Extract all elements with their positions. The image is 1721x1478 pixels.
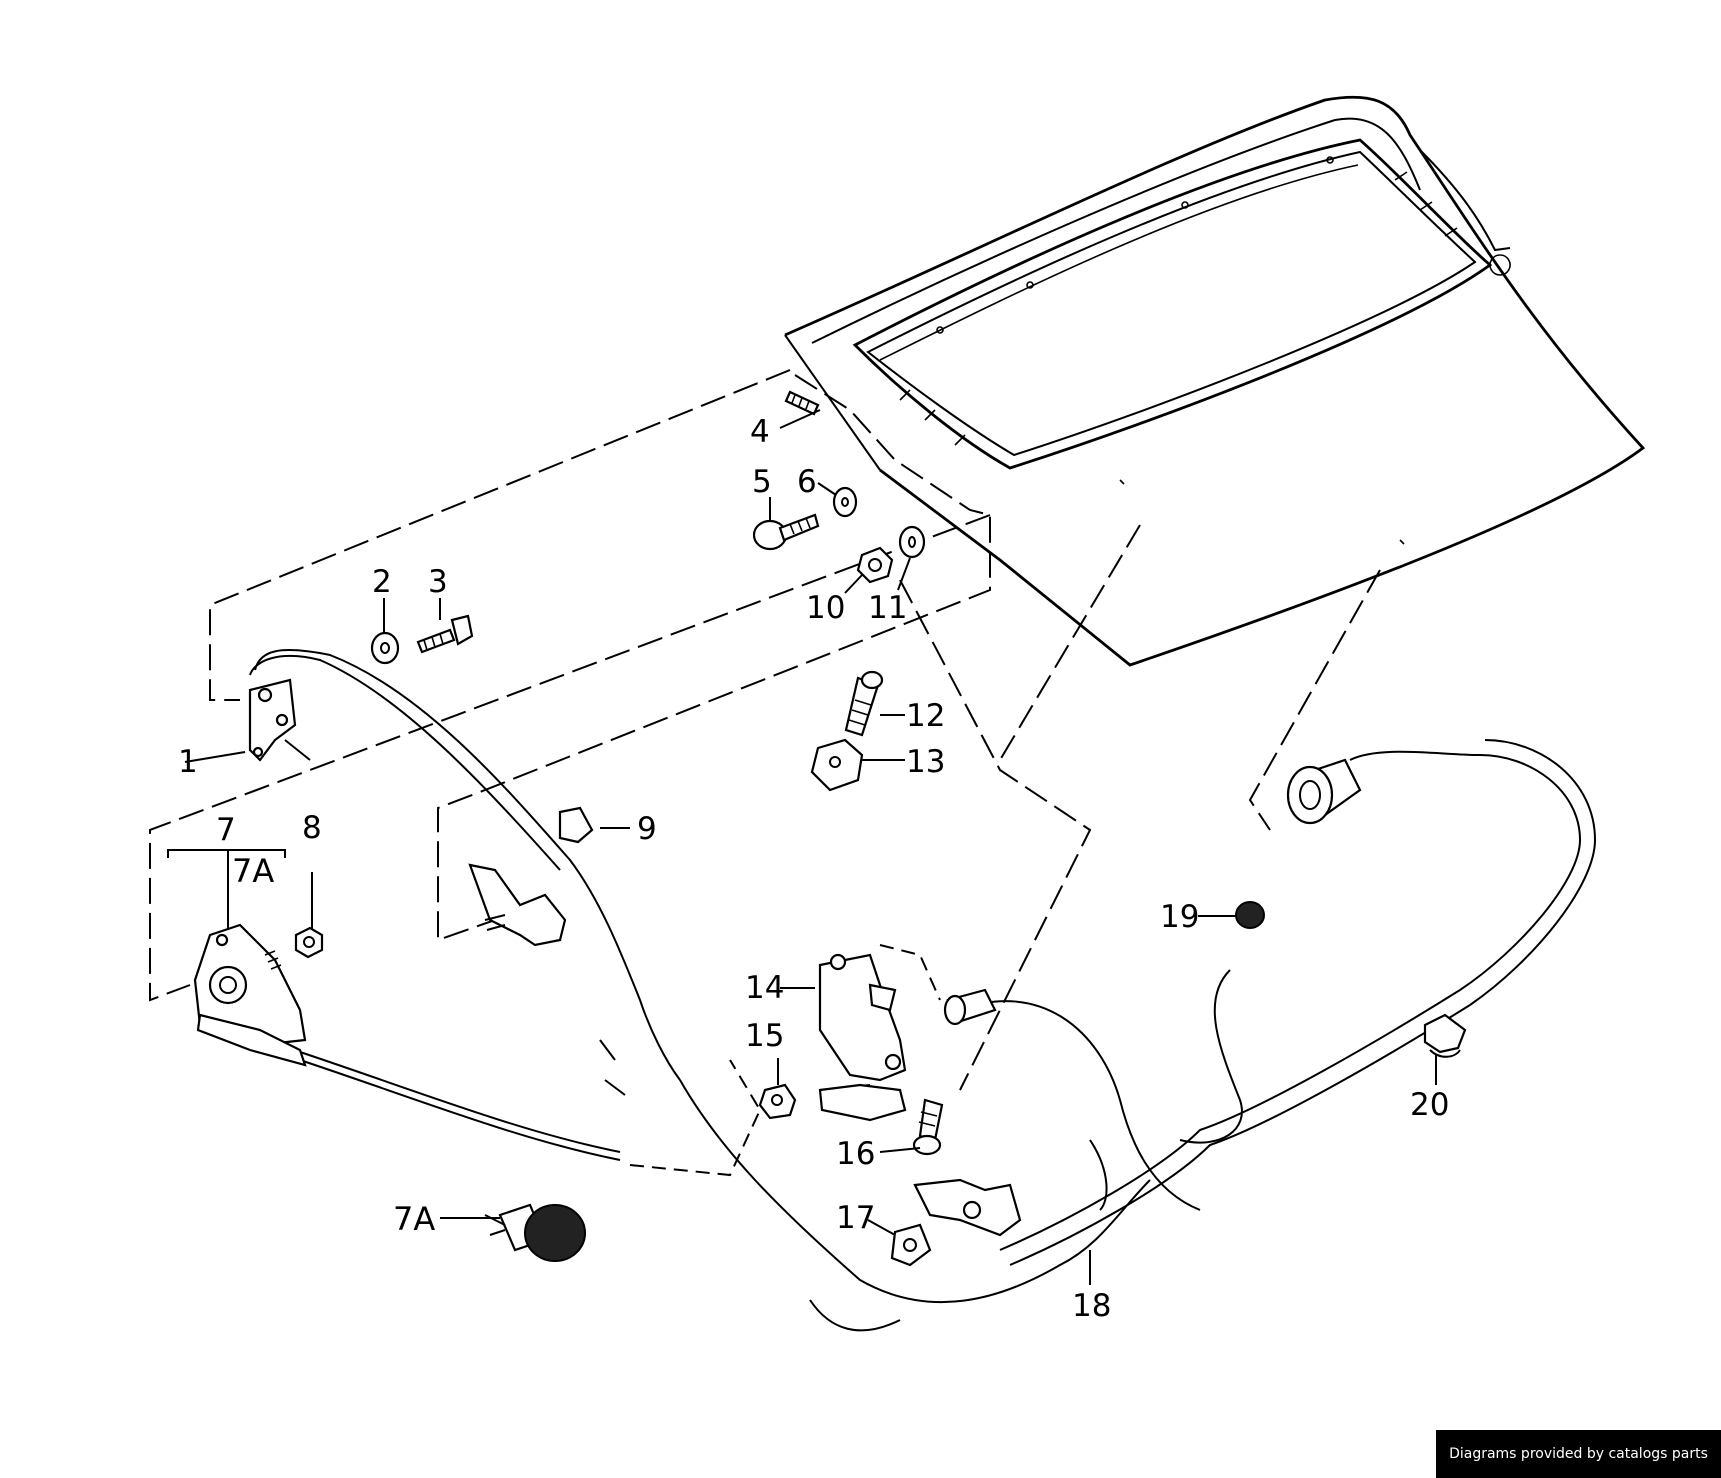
part-6-washer [832, 486, 858, 518]
part-19-grommet [1235, 901, 1265, 929]
part-17-cable-bracket [913, 1178, 1022, 1237]
assembly-lines [149, 369, 1381, 1177]
label-5: 5 [752, 464, 772, 500]
label-10: 10 [806, 590, 845, 626]
part-2-washer [370, 631, 400, 665]
part-labels: 1 2 3 4 5 6 7 7A 7A 8 9 10 11 12 13 14 1… [178, 414, 1449, 1324]
part-12-bolt [844, 670, 884, 737]
part-11-washer [898, 525, 926, 559]
leader-lines [167, 409, 1437, 1285]
label-9: 9 [637, 811, 657, 847]
label-7a-group: 7A [232, 852, 274, 890]
label-20: 20 [1410, 1087, 1449, 1123]
label-17: 17 [836, 1200, 875, 1236]
part-17-bushing [890, 1223, 932, 1267]
label-11: 11 [868, 590, 907, 626]
part-20-clip [1423, 1013, 1467, 1058]
label-8: 8 [302, 810, 322, 846]
credit-banner: Diagrams provided by catalogs parts [1436, 1430, 1721, 1478]
part-9-clip [558, 806, 594, 844]
rear-lid-outline [784, 95, 1646, 667]
part-7a-knob-detail [484, 1203, 586, 1262]
part-10-nut [856, 546, 894, 584]
release-cable-right [959, 739, 1597, 1266]
part-4-stud [784, 390, 820, 416]
label-16: 16 [836, 1136, 875, 1172]
label-19: 19 [1160, 899, 1199, 935]
label-7: 7 [216, 812, 236, 848]
part-1-hinge [248, 678, 311, 762]
part-14-latch-unit [818, 953, 907, 1122]
part-18-cable-connector [943, 988, 997, 1026]
label-13: 13 [906, 744, 945, 780]
part-19-cable-housing [1286, 758, 1362, 825]
part-16-screw [912, 1098, 944, 1156]
part-13-bracket [810, 738, 864, 792]
label-7a-detail: 7A [393, 1200, 435, 1238]
label-4: 4 [750, 414, 770, 450]
part-9-latch-assembly [468, 863, 567, 947]
part-3-bolt [416, 614, 474, 654]
part-15-nut [758, 1083, 797, 1120]
label-18: 18 [1072, 1288, 1111, 1324]
label-6: 6 [797, 464, 817, 500]
label-12: 12 [906, 698, 945, 734]
part-7-lock-plate [193, 923, 307, 1067]
label-2: 2 [372, 564, 392, 600]
part-8-nut [294, 926, 324, 959]
label-3: 3 [428, 564, 448, 600]
label-1: 1 [178, 744, 198, 780]
part-5-screw [752, 513, 820, 551]
label-15: 15 [745, 1018, 784, 1054]
release-cable-left [249, 649, 1151, 1332]
label-14: 14 [745, 970, 784, 1006]
